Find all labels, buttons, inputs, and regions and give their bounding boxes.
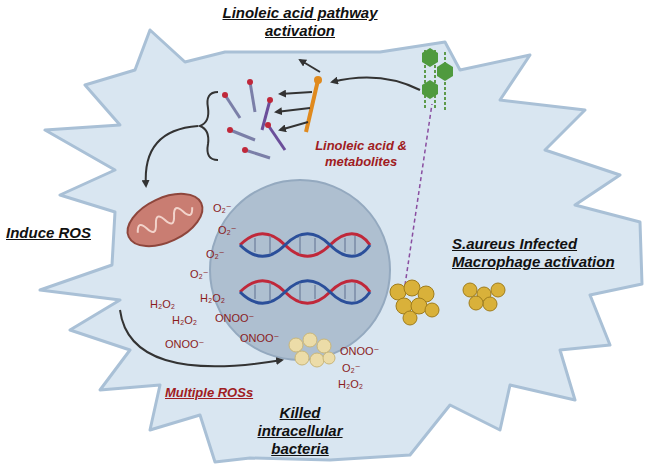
chemical-label: ONOO⁻ [215, 312, 254, 325]
chemical-label: O₂⁻ [213, 202, 232, 215]
chemical-label: H₂O₂ [338, 378, 363, 391]
step-label: Induce ROS [6, 224, 106, 242]
heading-label: Linoleic acid pathway activation [215, 4, 385, 40]
live-bacteria [390, 280, 505, 325]
ros-label: Multiple ROSs [165, 385, 285, 401]
killed-bacteria [289, 333, 335, 367]
chemical-label: O₂⁻ [218, 224, 237, 237]
metabolite-label: Linoleic acid & metabolites [305, 138, 417, 169]
cell-body [40, 30, 642, 462]
receptors [422, 48, 453, 110]
chemical-label: H₂O₂ [172, 314, 197, 327]
infection-label: S.aureus Infected Macrophage activation [452, 235, 642, 271]
pathway-arrows [120, 60, 420, 366]
chemical-label: ONOO⁻ [240, 332, 279, 345]
chemical-label: O₂⁻ [342, 362, 361, 375]
chemical-label: O₂⁻ [206, 248, 225, 261]
chemical-label: H₂O₂ [200, 292, 225, 305]
chemical-label: ONOO⁻ [165, 338, 204, 351]
nucleus [210, 180, 390, 360]
chemical-label: H₂O₂ [150, 298, 175, 311]
signal-line [405, 104, 432, 285]
chemical-label: ONOO⁻ [340, 345, 379, 358]
dna-helix [240, 234, 370, 304]
chemical-label: O₂⁻ [190, 268, 209, 281]
outcome-label: Killed intracellular bacteria [240, 404, 360, 458]
bracket [200, 92, 218, 160]
fatty-acids [222, 76, 322, 158]
mitochondrion [119, 183, 210, 257]
